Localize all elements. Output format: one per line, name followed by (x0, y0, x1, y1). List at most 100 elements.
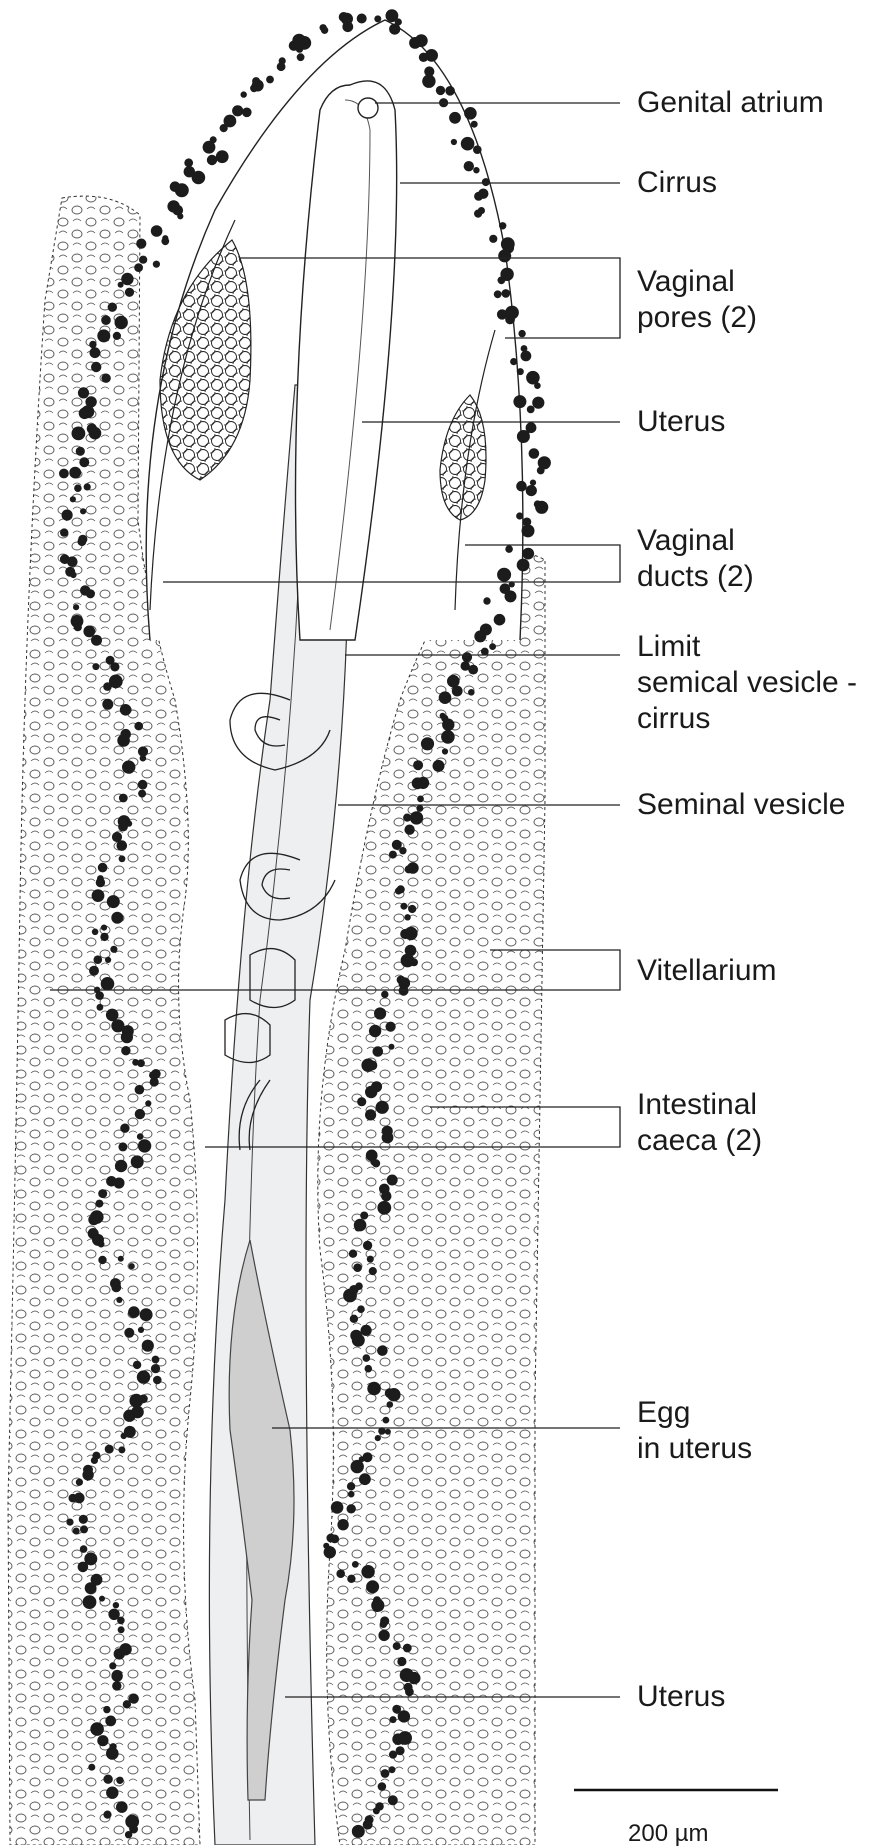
caeca-dot (433, 760, 445, 772)
caeca-dot (59, 469, 69, 479)
caeca-dot (321, 27, 328, 34)
caeca-dot (78, 387, 89, 398)
caeca-dot (128, 1306, 140, 1318)
caeca-dot (138, 1139, 151, 1152)
caeca-dot (365, 1109, 376, 1120)
caeca-dot (118, 282, 124, 288)
caeca-dot (389, 1044, 395, 1050)
caeca-dot (112, 1681, 121, 1690)
caeca-dot (462, 652, 472, 662)
caeca-dot (389, 1751, 397, 1759)
caeca-dot (399, 986, 409, 996)
caeca-dot (109, 1662, 116, 1669)
caeca-dot (60, 554, 70, 564)
caeca-dot (83, 1595, 97, 1609)
caeca-dot (474, 210, 482, 218)
caeca-dot (367, 1584, 373, 1590)
caeca-dot (80, 1545, 88, 1553)
caeca-dot (347, 1575, 355, 1583)
caeca-dot (108, 303, 117, 312)
caeca-dot (232, 105, 243, 116)
caeca-dot (535, 501, 548, 514)
caeca-dot (369, 1267, 377, 1275)
caeca-dot (74, 623, 82, 631)
caeca-dot (404, 825, 414, 835)
caeca-dot (464, 161, 474, 171)
caeca-dot (103, 1706, 110, 1713)
caeca-dot (363, 1820, 373, 1830)
caeca-dot (348, 1491, 355, 1498)
caeca-dot (378, 1782, 387, 1791)
label-limit-seminal-vesicle-cirrus: Limit semical vesicle - cirrus (637, 629, 857, 737)
caeca-dot (118, 1142, 127, 1151)
caeca-dot (368, 1061, 378, 1071)
label-genital-atrium: Genital atrium (637, 85, 824, 121)
caeca-dot (192, 171, 206, 185)
caeca-dot (390, 1716, 397, 1723)
caeca-dot (92, 929, 99, 936)
caeca-dot (530, 480, 536, 486)
caeca-dot (388, 1795, 398, 1805)
caeca-dot (489, 643, 496, 650)
label-intestinal-caeca-line1: Intestinal (637, 1087, 762, 1123)
caeca-dot (118, 1256, 124, 1262)
caeca-dot (355, 1225, 362, 1232)
caeca-dot (73, 1528, 80, 1535)
caeca-dot (118, 1446, 125, 1453)
caeca-dot (367, 1256, 374, 1263)
caeca-dot (153, 261, 160, 268)
caeca-dot (385, 1388, 395, 1398)
caeca-dot (449, 112, 461, 124)
caeca-dot (381, 991, 388, 998)
caeca-dot (474, 192, 483, 201)
caeca-dot (461, 137, 475, 151)
caeca-dot (101, 925, 107, 931)
caeca-dot (387, 1175, 398, 1186)
caeca-dot (352, 1561, 359, 1568)
caeca-dot (115, 316, 128, 329)
caeca-dot (526, 485, 537, 496)
caeca-dot (119, 794, 128, 803)
caeca-dot (150, 1077, 159, 1086)
caeca-dot (140, 1308, 153, 1321)
caeca-dot (76, 447, 85, 456)
caeca-dot (78, 537, 87, 546)
caeca-dot (440, 713, 446, 719)
caeca-dot (516, 481, 527, 492)
caeca-dot (79, 408, 91, 420)
caeca-dot (90, 1210, 104, 1224)
caeca-dot (349, 1250, 357, 1258)
caeca-dot (76, 1479, 83, 1486)
caeca-dot (381, 1191, 391, 1201)
caeca-dot (534, 382, 541, 389)
caeca-dot (461, 661, 470, 670)
caeca-dot (115, 1160, 127, 1172)
caeca-dot (98, 863, 108, 873)
caeca-dot (400, 1668, 414, 1682)
caeca-dot (436, 86, 445, 95)
caeca-dot (408, 905, 416, 913)
caeca-dot (351, 1460, 364, 1473)
caeca-dot (389, 851, 397, 859)
caeca-dot (114, 1178, 125, 1189)
caeca-dot (113, 1602, 119, 1608)
caeca-dot (118, 1626, 125, 1633)
caeca-dot (489, 235, 497, 243)
caeca-dot (378, 1630, 389, 1641)
caeca-dot (85, 1582, 97, 1594)
caeca-dot (352, 1334, 365, 1347)
caeca-dot (471, 121, 478, 128)
caeca-dot (337, 1519, 348, 1530)
caeca-dot (96, 878, 105, 887)
caeca-dot (91, 362, 101, 372)
caeca-dot (66, 1519, 73, 1526)
label-vaginal-ducts: Vaginal ducts (2) (637, 523, 754, 595)
caeca-dot (89, 427, 102, 440)
caeca-dot (123, 1700, 131, 1708)
caeca-dot (92, 663, 99, 670)
caeca-dot (381, 1769, 390, 1778)
caeca-dot (393, 1642, 401, 1650)
caeca-dot (117, 1617, 125, 1625)
caeca-dot (474, 630, 486, 642)
caeca-dot (134, 722, 143, 731)
